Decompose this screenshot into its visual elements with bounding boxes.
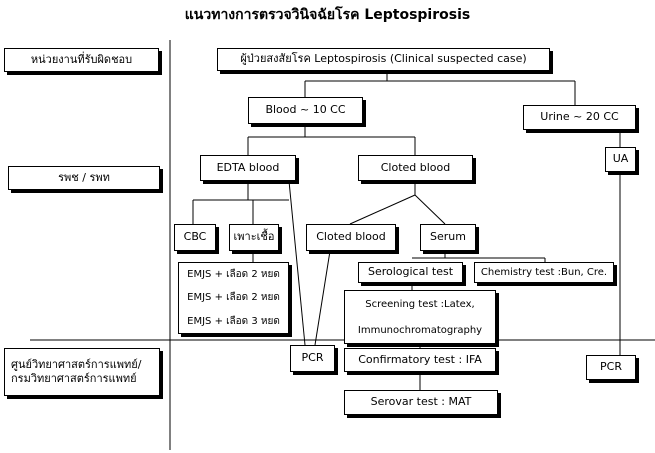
node-blood: Blood ~ 10 CC [248,97,363,124]
node-screening: Screening test :Latex, Immunochromatogra… [344,290,496,344]
node-edta: EDTA blood [200,155,296,181]
lane-label-responsible: หน่วยงานที่รับผิดชอบ [4,48,159,72]
node-cbc: CBC [174,224,216,251]
node-serological: Serological test [358,262,463,283]
lane-label-science-center: ศูนย์วิทยาศาสตร์การแพทย์/ กรมวิทยาศาสตร์… [4,348,160,396]
emjs-item: EMJS + เลือด 2 หยด [187,292,280,304]
connector [288,180,306,346]
node-chemistry: Chemistry test :Bun, Cre. [474,262,614,283]
lane-label-hospital: รพช / รพท [8,166,160,190]
node-emjs-group: EMJS + เลือด 2 หยด EMJS + เลือด 2 หยด EM… [178,262,289,334]
node-confirmatory: Confirmatory test : IFA [344,348,496,372]
emjs-item: EMJS + เลือด 2 หยด [187,269,280,281]
diagram-title: แนวทางการตรวจวินิจฉัยโรค Leptospirosis [184,7,471,23]
node-culture: เพาะเชื้อ [229,224,279,251]
connector [349,194,416,225]
node-urine: Urine ~ 20 CC [523,105,636,130]
node-patient: ผู้ป่วยสงสัยโรค Leptospirosis (Clinical … [217,48,550,71]
node-serovar: Serovar test : MAT [344,390,498,415]
emjs-item: EMJS + เลือด 3 หยด [187,315,280,327]
node-serum: Serum [420,224,476,251]
connector [314,250,331,346]
node-pcr-blood: PCR [290,345,335,372]
connector [414,194,446,225]
node-cloted-sub: Cloted blood [306,224,396,251]
node-ua: UA [605,147,636,172]
node-pcr-urine: PCR [586,355,636,380]
node-cloted-top: Cloted blood [358,155,473,181]
